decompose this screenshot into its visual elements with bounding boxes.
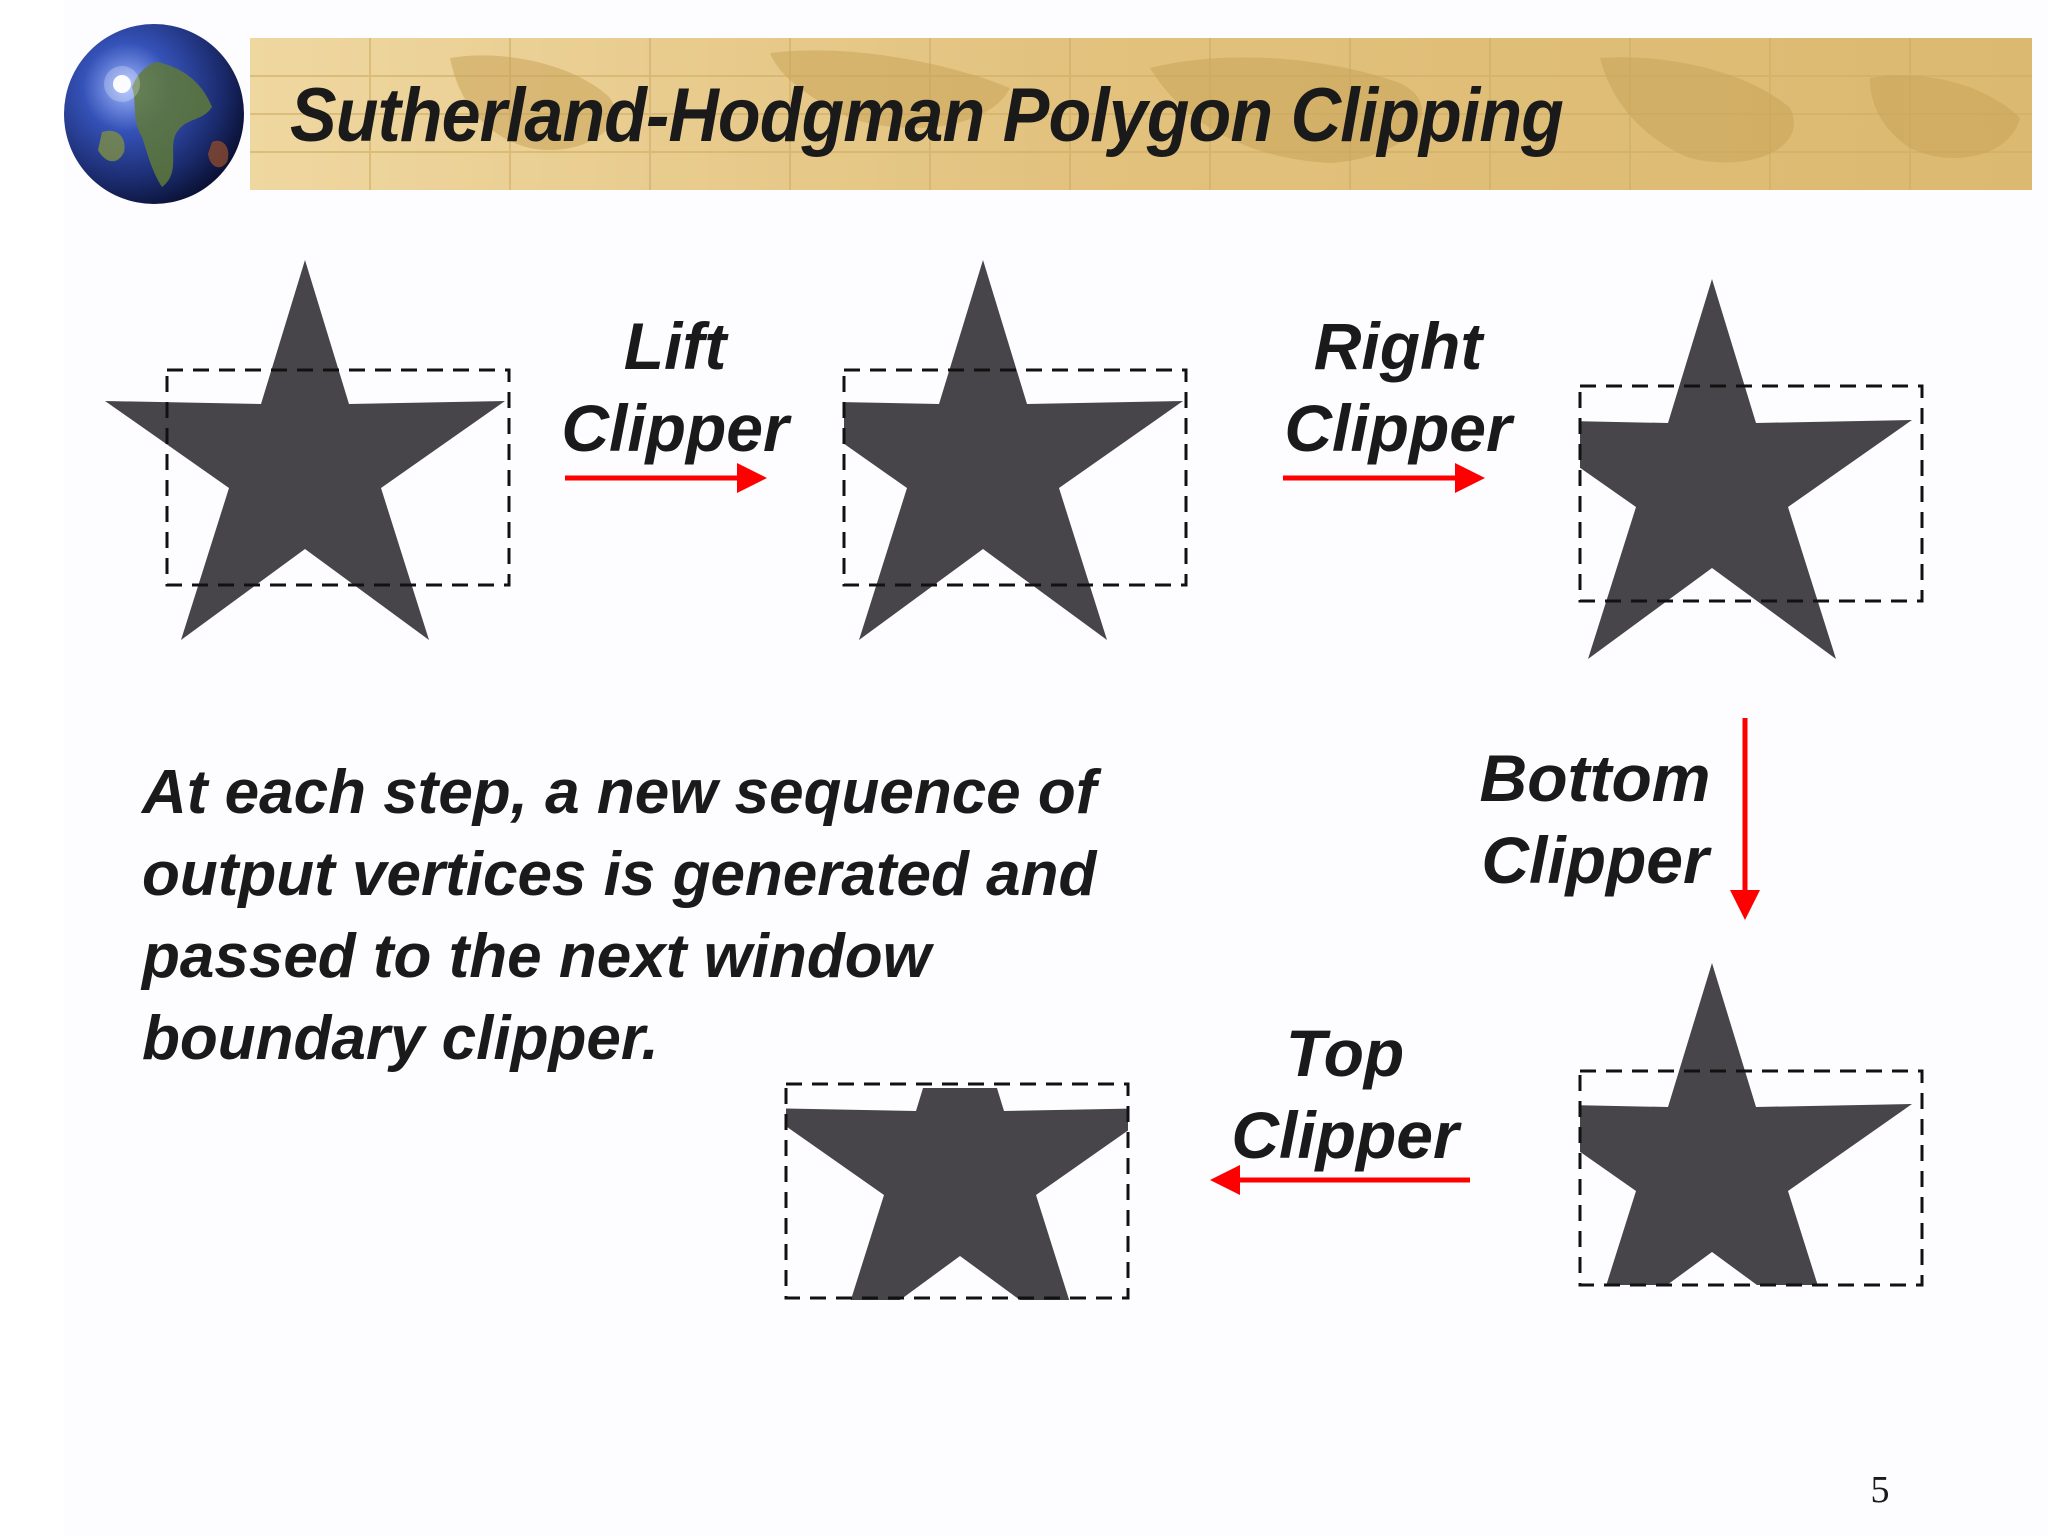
star-polygon-after-left <box>844 260 1183 640</box>
clip-window-1 <box>165 368 511 587</box>
star-polygon-original <box>105 260 505 640</box>
slide-left-margin <box>0 0 64 1536</box>
clip-window-5 <box>784 1082 1130 1300</box>
globe-logo-icon <box>64 24 244 204</box>
label-right-clipper: Right Clipper <box>1258 305 1538 469</box>
label-bottom-clipper-line2: Clipper <box>1481 823 1709 897</box>
page-number: 5 <box>1870 1469 1890 1511</box>
title-banner <box>250 38 2032 190</box>
label-top-clipper-line1: Top <box>1285 1016 1405 1090</box>
slide-title: Sutherland-Hodgman Polygon Clipping <box>290 73 1564 158</box>
clip-window-3 <box>1578 384 1924 603</box>
label-bottom-clipper-line1: Bottom <box>1479 741 1711 815</box>
label-left-clipper-line2: Clipper <box>561 391 789 465</box>
label-top-clipper-line2: Clipper <box>1231 1098 1459 1172</box>
label-right-clipper-line2: Clipper <box>1284 391 1512 465</box>
label-left-clipper-line1: Lift <box>623 309 727 383</box>
caption-text: At each step, a new sequence of output v… <box>142 758 1097 1073</box>
banner-world-map-background <box>250 38 2032 190</box>
label-top-clipper: Top Clipper <box>1205 1012 1485 1176</box>
clip-window-2 <box>842 368 1188 587</box>
label-bottom-clipper: Bottom Clipper <box>1455 737 1735 901</box>
label-right-clipper-line1: Right <box>1313 309 1483 383</box>
clip-window-4 <box>1578 1069 1924 1287</box>
label-left-clipper: Lift Clipper <box>540 305 810 469</box>
